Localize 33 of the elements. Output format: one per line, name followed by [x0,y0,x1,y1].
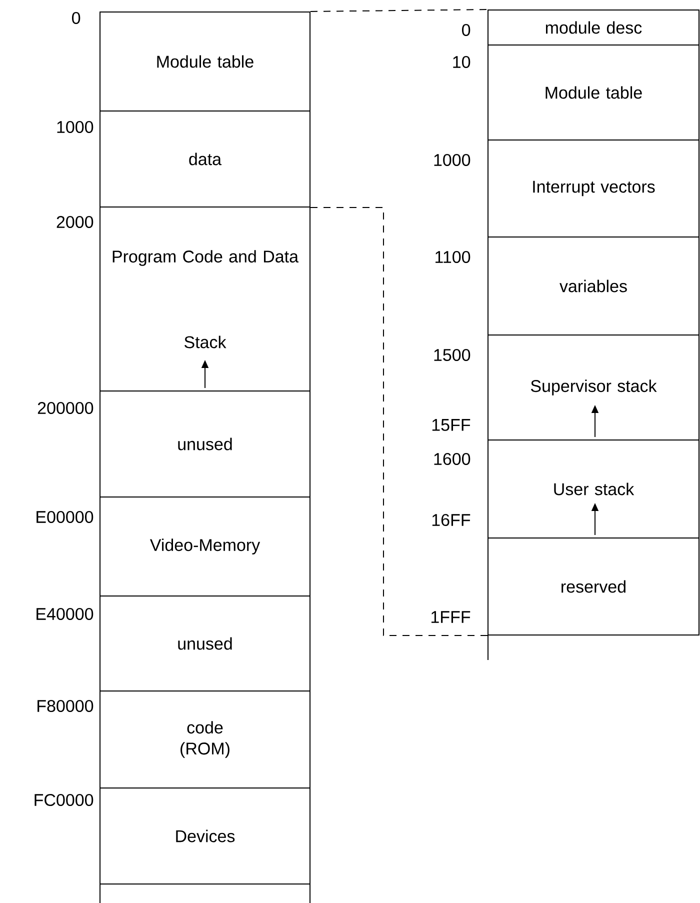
address-label: 15FF [432,419,470,431]
address-label: 1000 [434,154,470,166]
memory-region-box: User stack [488,440,700,538]
memory-region-box: Video-Memory [100,496,310,596]
memory-region-box: unused [100,596,310,692]
memory-region-box: Module table [488,44,700,140]
address-label: 2000 [56,216,94,228]
zoom-connector [310,207,488,636]
address-label: E40000 [36,608,94,620]
address-label: E00000 [36,510,94,524]
address-label: 16FF [432,514,470,526]
address-label: 1100 [436,250,470,264]
address-label: 10 [453,56,470,68]
address-label: 0 [72,12,80,24]
memory-header-cell: module desc [488,10,700,46]
address-label: 1500 [434,348,470,362]
memory-region-box: Interrupt vectors [488,140,700,238]
memory-region-box: Devices [100,788,310,884]
memory-region-box: Module table [100,12,310,112]
address-label: 1000 [57,120,94,134]
memory-region-box: Supervisor stack [488,334,700,440]
memory-region-box: reserved [488,538,700,636]
address-label: 1FFF [432,611,470,623]
memory-region-box: data [100,110,310,208]
memory-region-box: unused [100,390,310,498]
memory-region-box: code (ROM) [100,690,310,788]
address-label: 1600 [434,452,470,466]
address-label: 200000 [38,402,94,414]
memory-region-box: variables [488,236,700,336]
address-label: F80000 [38,700,94,712]
address-label: 0 [462,24,470,36]
address-label: FC0000 [34,794,94,806]
zoom-connector [310,9,488,12]
